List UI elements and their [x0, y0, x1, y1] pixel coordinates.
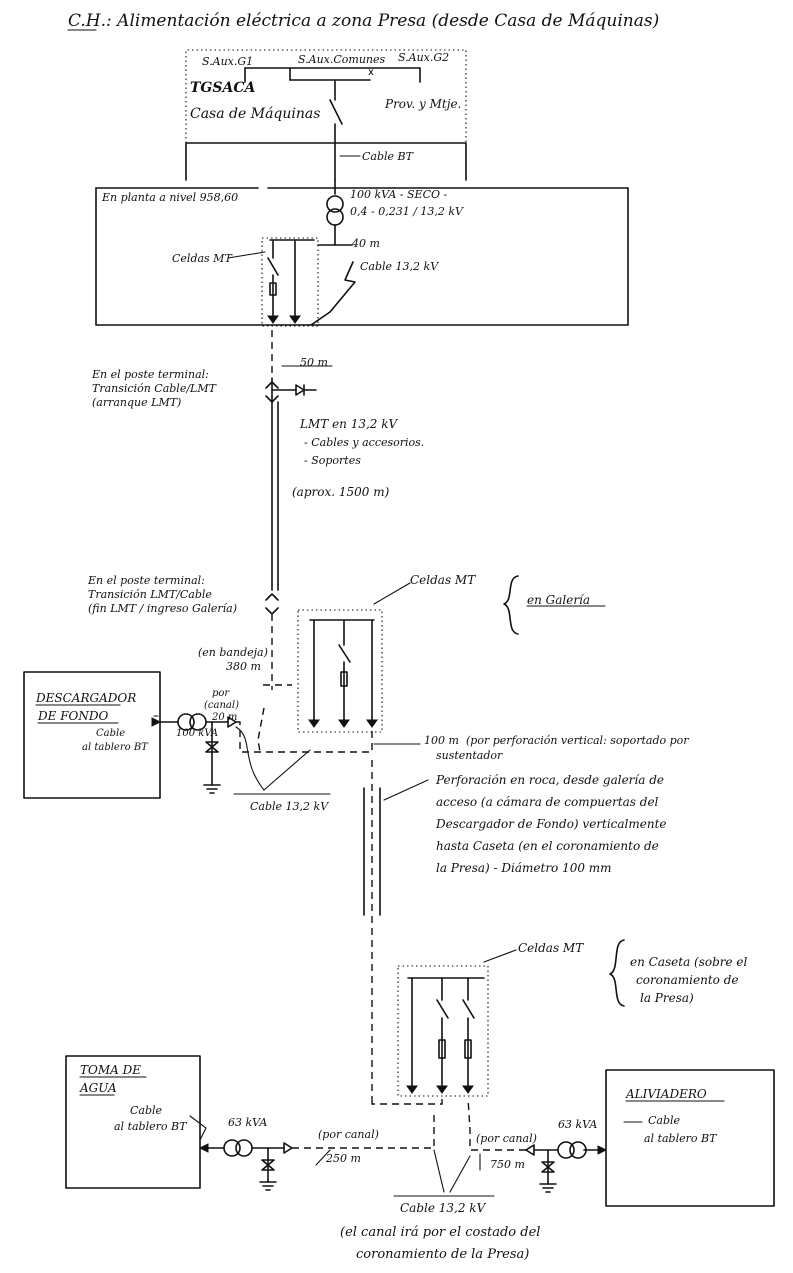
- canal-por-label: por: [212, 688, 230, 699]
- bottom-note-line2: coronamiento de la Presa): [356, 1247, 529, 1262]
- dist-40m-label: 40 m: [351, 237, 380, 250]
- perforacion-line5: la Presa) - Diámetro 100 mm: [436, 861, 612, 875]
- perforacion-line1: Perforación en roca, desde galería de: [435, 773, 664, 787]
- caseta-line2: coronamiento de: [636, 973, 738, 987]
- dist-20m-label: 20 m: [211, 712, 237, 723]
- bottom-cable-label: Cable 13,2 kV: [400, 1201, 487, 1215]
- poste2-line2: Transición LMT/Cable: [88, 588, 212, 601]
- bandeja-label: (en bandeja): [198, 646, 268, 659]
- poste1-line1: En el poste terminal:: [91, 368, 209, 381]
- aliviadero-block: [467, 1069, 775, 1207]
- poste2-line1: En el poste terminal:: [87, 574, 205, 587]
- svg-text:x: x: [368, 67, 374, 78]
- aliviadero-cable2: al tablero BT: [644, 1132, 718, 1145]
- celdas-galeria-label: Celdas MT: [410, 573, 476, 587]
- descargador-kva: 100 kVA: [176, 728, 218, 739]
- caseta-line1: en Caseta (sobre el: [630, 955, 748, 969]
- perforacion-line3: Descargador de Fondo) verticalmente: [435, 817, 667, 831]
- dist-380m-label: 380 m: [226, 660, 261, 673]
- toma-title1: TOMA DE: [80, 1063, 141, 1077]
- trafo-rating-label: 100 kVA - SECO -: [350, 188, 448, 201]
- dist-50m-label: 50 m: [300, 356, 328, 369]
- lmt-line3: - Soportes: [304, 454, 361, 467]
- aliviadero-cable1: Cable: [648, 1114, 681, 1127]
- celdas-planta-label: Celdas MT: [172, 252, 233, 265]
- toma-dist: 250 m: [325, 1152, 361, 1165]
- sax-g1-label: S.Aux.G1: [202, 55, 253, 68]
- aliviadero-kva: 63 kVA: [558, 1118, 597, 1131]
- lmt-length: (aprox. 1500 m): [292, 485, 390, 499]
- diagram-title: C.H.: Alimentación eléctrica a zona Pres…: [68, 11, 659, 31]
- descargador-title1: DESCARGADOR: [35, 691, 136, 705]
- cable-bt-label: Cable BT: [362, 150, 415, 163]
- poste2-line3: (fin LMT / ingreso Galería): [88, 602, 237, 615]
- toma-canal: (por canal): [318, 1128, 379, 1141]
- casa-maquinas-label: Casa de Máquinas: [190, 106, 320, 122]
- descargador-title2: DE FONDO: [37, 709, 108, 723]
- toma-kva: 63 kVA: [228, 1116, 267, 1129]
- planta-block: [95, 179, 629, 327]
- poste1-line3: (arranque LMT): [92, 396, 181, 409]
- aliviadero-title: ALIVIADERO: [625, 1087, 707, 1101]
- vertical-note-line2: sustentador: [436, 749, 503, 762]
- aliviadero-dist: 750 m: [490, 1158, 525, 1171]
- toma-cable2: al tablero BT: [114, 1120, 188, 1133]
- sax-g2-label: S.Aux.G2: [398, 51, 449, 64]
- descargador-de-fondo-block: [23, 671, 373, 799]
- casa-de-maquinas-block: x: [185, 49, 467, 181]
- lmt-line1: LMT en 13,2 kV: [299, 417, 399, 431]
- cable-galeria-label: Cable 13,2 kV: [250, 800, 329, 813]
- caseta-line3: la Presa): [640, 991, 694, 1005]
- poste1-line2: Transición Cable/LMT: [92, 382, 218, 395]
- descargador-cable2: al tablero BT: [82, 742, 149, 753]
- trafo-voltage-label: 0,4 - 0,231 / 13,2 kV: [350, 205, 464, 218]
- prov-mtje-label: Prov. y Mtje.: [384, 97, 461, 111]
- canal-label: (canal): [204, 700, 239, 711]
- vertical-note-line1: (por perforación vertical: soportado por: [466, 734, 689, 747]
- perforacion-line4: hasta Caseta (en el coronamiento de: [436, 839, 659, 853]
- perforacion-vertical: [363, 760, 429, 1100]
- cable-132-planta-label: Cable 13,2 kV: [360, 260, 439, 273]
- celdas-galeria: [297, 575, 519, 733]
- toma-cable1: Cable: [130, 1104, 163, 1117]
- perforacion-line2: acceso (a cámara de compuertas del: [436, 795, 659, 809]
- lmt-line2: - Cables y accesorios.: [304, 436, 424, 449]
- company-label: TGSACA: [190, 80, 255, 96]
- dist-100m-label: 100 m: [424, 734, 459, 747]
- toma-de-agua-block: [65, 1055, 435, 1191]
- sax-comunes-label: S.Aux.Comunes: [298, 53, 386, 66]
- nivel-label: En planta a nivel 958,60: [101, 191, 238, 204]
- aliviadero-canal: (por canal): [476, 1132, 537, 1145]
- celdas-caseta-label: Celdas MT: [518, 941, 584, 955]
- celdas-caseta: [371, 939, 625, 1105]
- toma-title2: AGUA: [79, 1081, 117, 1095]
- bottom-note-line1: (el canal irá por el costado del: [340, 1225, 540, 1240]
- descargador-cable1: Cable: [96, 728, 125, 739]
- en-galeria-label: en Galería: [527, 593, 590, 607]
- lmt-line: [265, 330, 333, 690]
